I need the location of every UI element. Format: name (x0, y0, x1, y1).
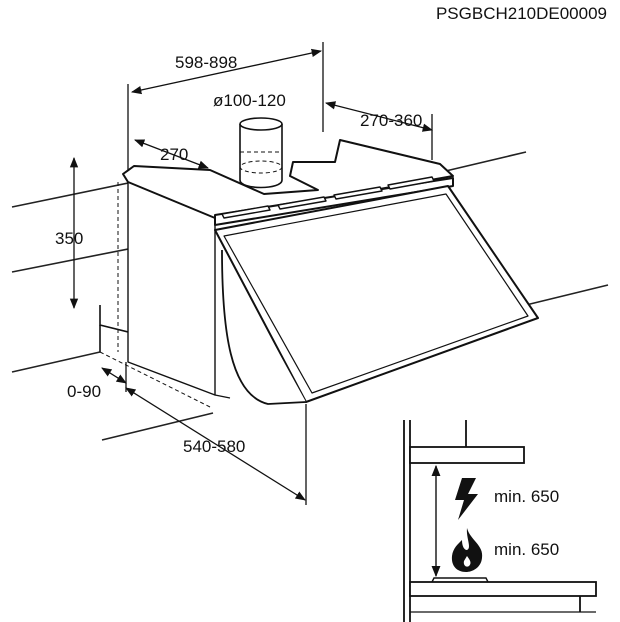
dim-width-range: 598-898 (175, 53, 237, 72)
dim-duct-diameter: ø100-120 (213, 91, 286, 110)
clearance-label-gas: min. 650 (494, 540, 559, 559)
dim-height: 350 (55, 229, 83, 248)
cooker-hood (122, 139, 539, 405)
document-code: PSGBCH210DE00009 (436, 4, 607, 23)
dim-top-depth: 270 (160, 145, 188, 164)
dim-overall-depth: 540-580 (183, 437, 245, 456)
mounting-bracket (99, 305, 129, 352)
duct-cylinder (239, 117, 283, 189)
flame-icon (451, 528, 483, 572)
clearance-inset (403, 420, 597, 622)
dim-depth-range: 270-360 (360, 111, 422, 130)
dimension-lines (69, 42, 434, 505)
dim-offset-range: 0-90 (67, 382, 101, 401)
clearance-label-electric: min. 650 (494, 487, 559, 506)
lightning-icon (455, 478, 478, 520)
